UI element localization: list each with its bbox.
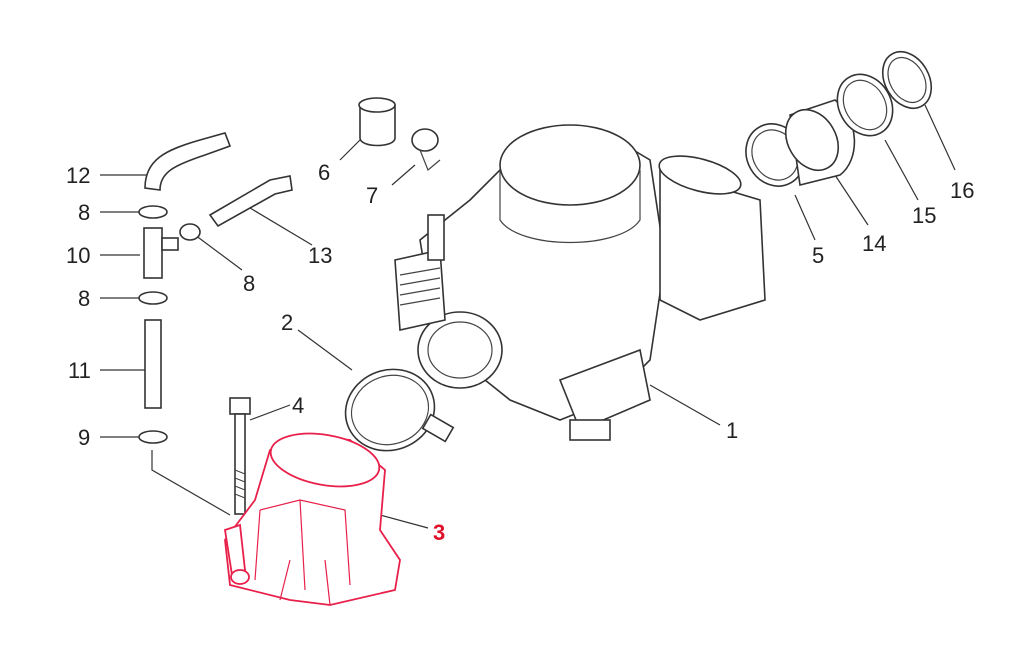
intake-manifold-highlighted[interactable]	[223, 426, 401, 606]
label-8: 8	[243, 271, 255, 296]
label-8: 8	[78, 286, 90, 311]
label-9: 9	[78, 425, 90, 450]
label-1: 1	[726, 418, 738, 443]
carburetor-body	[394, 124, 766, 441]
clamp-2	[344, 368, 455, 452]
label-13: 13	[308, 243, 332, 268]
right-clamps-and-rubber	[745, 50, 933, 187]
label-11: 11	[68, 358, 91, 383]
bolt-4	[229, 397, 251, 515]
label-7: 7	[366, 183, 378, 208]
label-10: 10	[66, 243, 90, 268]
label-12: 12	[66, 163, 90, 188]
label-16: 16	[950, 178, 974, 203]
label-6: 6	[318, 160, 330, 185]
label-8: 8	[78, 200, 90, 225]
part-labels: 12 8 10 8 11 9 6 7 13 8 2 4 3 1 5 14 15 …	[66, 160, 974, 545]
leader-lines	[100, 104, 956, 529]
label-4: 4	[292, 393, 304, 418]
label-2: 2	[281, 310, 293, 335]
label-5: 5	[812, 243, 824, 268]
label-14: 14	[862, 231, 886, 256]
sleeve-and-clip	[358, 97, 441, 171]
label-15: 15	[912, 203, 936, 228]
label-3[interactable]: 3	[433, 520, 445, 545]
fuel-hose-assembly	[138, 132, 293, 444]
